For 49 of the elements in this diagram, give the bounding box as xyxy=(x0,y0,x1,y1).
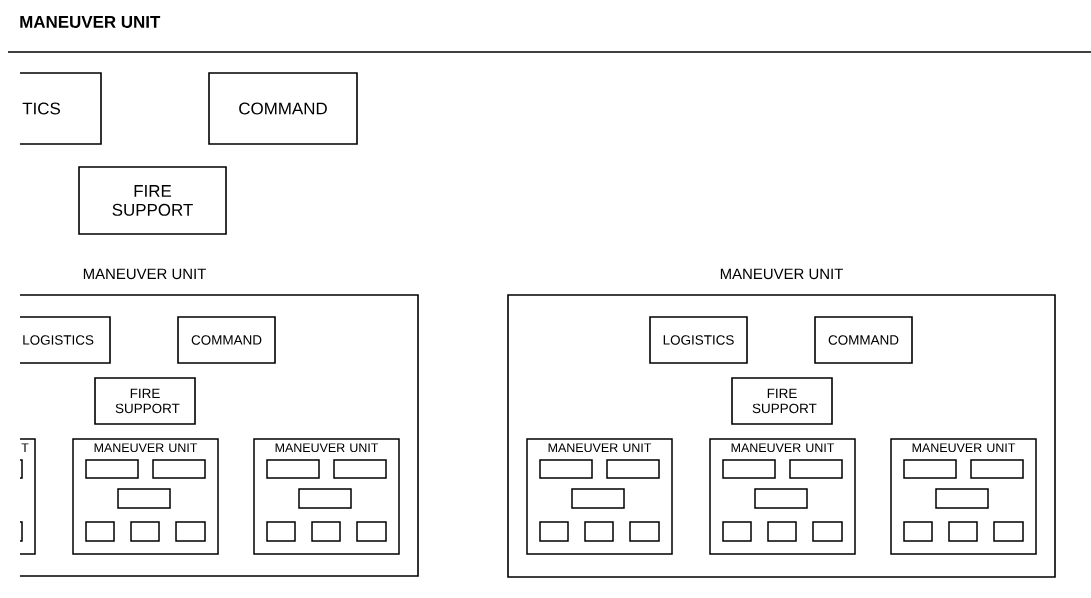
empty-box xyxy=(948,521,978,542)
unit-box: MANEUVER UNIT xyxy=(709,438,856,555)
empty-box xyxy=(130,521,160,542)
empty-box xyxy=(311,521,341,542)
function-box: FIRE SUPPORT xyxy=(78,166,227,235)
node-label: MANEUVER UNIT xyxy=(720,268,843,280)
function-box: FIRE SUPPORT xyxy=(731,377,833,425)
empty-box xyxy=(539,521,569,542)
empty-box xyxy=(19,521,23,542)
empty-box xyxy=(85,521,115,542)
empty-box xyxy=(298,488,352,509)
function-box: LOGISTICS xyxy=(649,316,748,364)
empty-box xyxy=(584,521,614,542)
unit-box: MANEUVER UNIT xyxy=(253,438,400,555)
function-box: TICS xyxy=(19,72,102,145)
empty-box xyxy=(789,459,843,479)
empty-box xyxy=(85,459,139,479)
empty-box xyxy=(767,521,797,542)
empty-box xyxy=(175,521,206,542)
function-box: COMMAND xyxy=(814,316,913,364)
empty-box xyxy=(152,459,206,479)
function-box: COMMAND xyxy=(177,316,276,364)
empty-box xyxy=(571,488,625,509)
empty-box xyxy=(356,521,387,542)
empty-box xyxy=(993,521,1024,542)
function-box: COMMAND xyxy=(208,72,358,145)
empty-box xyxy=(903,521,933,542)
empty-box xyxy=(903,459,957,479)
empty-box xyxy=(722,521,752,542)
empty-box xyxy=(333,459,387,479)
empty-box xyxy=(539,459,593,479)
empty-box xyxy=(812,521,843,542)
page-title: MANEUVER UNIT xyxy=(20,16,161,28)
empty-box xyxy=(754,488,808,509)
empty-box xyxy=(935,488,989,509)
empty-box xyxy=(629,521,660,542)
empty-box xyxy=(19,459,23,479)
empty-box xyxy=(722,459,776,479)
empty-box xyxy=(266,459,320,479)
empty-box xyxy=(606,459,660,479)
unit-box: T xyxy=(19,438,36,555)
unit-box: MANEUVER UNIT xyxy=(72,438,219,555)
empty-box xyxy=(970,459,1024,479)
unit-box: MANEUVER UNIT xyxy=(526,438,673,555)
empty-box xyxy=(117,488,171,509)
empty-box xyxy=(266,521,296,542)
function-box: LOGISTICS xyxy=(19,316,111,364)
function-box: FIRE SUPPORT xyxy=(94,377,196,425)
unit-box: MANEUVER UNIT xyxy=(890,438,1037,555)
